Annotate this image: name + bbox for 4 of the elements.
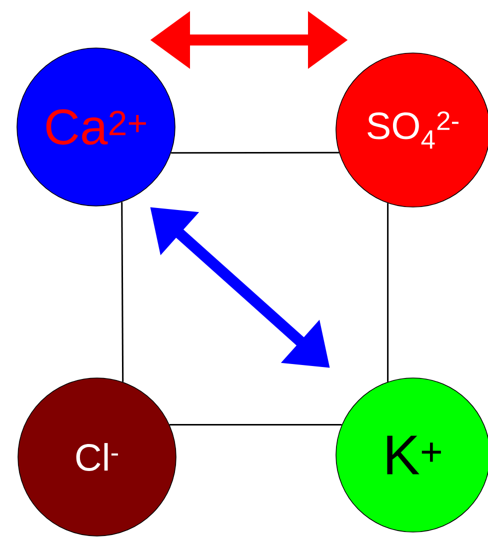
connector-line xyxy=(121,202,124,382)
connector-line xyxy=(387,203,389,382)
connector-line xyxy=(171,152,339,154)
connector-line xyxy=(170,424,342,426)
